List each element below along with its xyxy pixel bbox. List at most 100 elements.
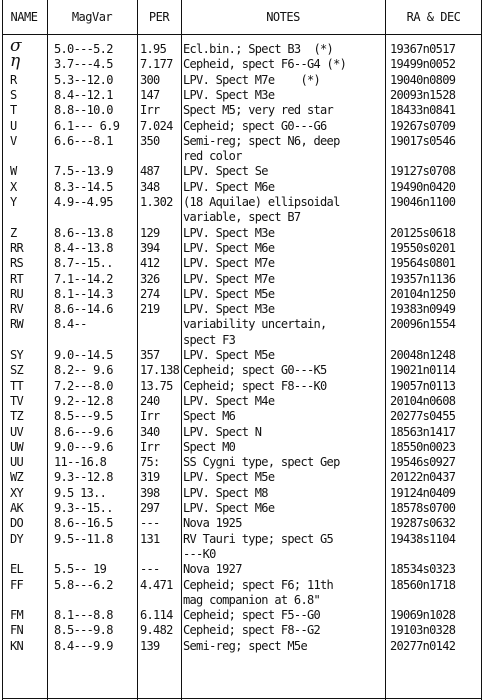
- magnitude-range: 8.6--16.5: [54, 516, 113, 531]
- star-name: DO: [10, 516, 24, 531]
- star-name: X: [10, 179, 17, 194]
- notes-text: LPV. Spect Se: [183, 164, 269, 179]
- star-name: FM: [10, 608, 24, 623]
- magnitude-range: 8.8--10.0: [54, 103, 113, 118]
- star-name: U: [10, 118, 17, 133]
- star-name: SZ: [10, 363, 24, 378]
- notes-text: Cepheid; spect G0---K5: [183, 363, 327, 378]
- notes-text: LPV. Spect M3e: [183, 87, 275, 102]
- star-name: Z: [10, 225, 17, 240]
- ra-dec: 20277s0455: [390, 409, 456, 424]
- ra-dec: 19103n0328: [390, 623, 456, 638]
- period: 348: [140, 179, 160, 194]
- magnitude-range: 9.2--12.8: [54, 393, 113, 408]
- ra-dec: 20104n1250: [390, 286, 456, 301]
- notes-text: LPV. Spect M7e: [183, 256, 275, 271]
- period: 6.114: [140, 608, 173, 623]
- period: 274: [140, 286, 160, 301]
- notes-text: LPV. Spect M5e: [183, 470, 275, 485]
- column-rule: [137, 0, 138, 700]
- notes-text: Semi-reg; spect N6, deep: [183, 133, 340, 148]
- magnitude-range: 5.3--12.0: [54, 72, 113, 87]
- notes-text: LPV. Spect M6e: [183, 179, 275, 194]
- ra-dec: 19546s0927: [390, 455, 456, 470]
- notes-text: Cepheid; spect F8--G2: [183, 623, 321, 638]
- ra-dec: 19069n1028: [390, 608, 456, 623]
- magnitude-range: 8.1--14.3: [54, 286, 113, 301]
- magnitude-range: 4.9--4.95: [54, 195, 113, 209]
- notes-text: Spect M0: [183, 439, 236, 454]
- header-name: NAME: [10, 10, 38, 24]
- notes-text: Cepheid; spect F6; 11th: [183, 577, 334, 592]
- notes-text: LPV. Spect M6e: [183, 240, 275, 255]
- star-name: RS: [10, 256, 24, 271]
- star-name: KN: [10, 638, 24, 653]
- star-name: R: [10, 72, 17, 87]
- star-name: SY: [10, 348, 24, 362]
- period: 340: [140, 424, 160, 439]
- ra-dec: 19367n0517: [390, 42, 456, 56]
- magnitude-range: 9.5--11.8: [54, 531, 113, 546]
- star-name: AK: [10, 501, 24, 515]
- period: 1.95: [140, 42, 167, 56]
- period: 219: [140, 302, 160, 317]
- notes-text: RV Tauri type; spect G5: [183, 531, 334, 546]
- star-name: TZ: [10, 409, 24, 424]
- star-name: UV: [10, 424, 24, 439]
- period: 487: [140, 164, 160, 179]
- star-name: Y: [10, 195, 17, 209]
- ra-dec: 19017s0546: [390, 133, 456, 148]
- ra-dec: 18433n0841: [390, 103, 456, 118]
- period: 129: [140, 225, 160, 240]
- notes-text: spect F3: [183, 332, 236, 347]
- ra-dec: 18560n1718: [390, 577, 456, 592]
- header-per: PER: [148, 10, 170, 24]
- ra-dec: 20048n1248: [390, 348, 456, 362]
- period: 7.024: [140, 118, 173, 133]
- star-name: RV: [10, 302, 24, 317]
- magnitude-range: 8.5---9.8: [54, 623, 113, 638]
- notes-text: ---K0: [183, 546, 216, 561]
- notes-text: (18 Aquilae) ellipsoidal: [183, 195, 340, 209]
- magnitude-range: 5.0---5.2: [54, 42, 113, 56]
- ra-dec: 20277n0142: [390, 638, 456, 653]
- ra-dec: 20125s0618: [390, 225, 456, 240]
- ra-dec: 19438s1104: [390, 531, 456, 546]
- ra-dec: 18578s0700: [390, 501, 456, 515]
- ra-dec: 19287s0632: [390, 516, 456, 531]
- notes-text: Cepheid, spect F6--G4 (*): [183, 57, 347, 72]
- notes-text: LPV. Spect M3e: [183, 302, 275, 317]
- period: Irr: [140, 103, 160, 118]
- notes-text: Cepheid; spect G0---G6: [183, 118, 327, 133]
- ra-dec: 19040n0809: [390, 72, 456, 87]
- magnitude-range: 8.1---8.8: [54, 608, 113, 623]
- ra-dec: 20122n0437: [390, 470, 456, 485]
- notes-text: LPV. Spect M7e: [183, 271, 275, 286]
- period: 398: [140, 485, 160, 500]
- column-rule: [2, 0, 3, 700]
- star-name: η: [10, 51, 21, 72]
- magnitude-range: 8.6---9.6: [54, 424, 113, 439]
- ra-dec: 19021n0114: [390, 363, 456, 378]
- ra-dec: 19057n0113: [390, 378, 456, 393]
- header-notes: NOTES: [266, 10, 300, 24]
- ra-dec: 19124n0409: [390, 485, 456, 500]
- magnitude-range: 11--16.8: [54, 455, 107, 470]
- notes-text: SS Cygni type, spect Gep: [183, 455, 340, 470]
- notes-text: Nova 1925: [183, 516, 242, 531]
- magnitude-range: 7.2---8.0: [54, 378, 113, 393]
- ra-dec: 18534s0323: [390, 562, 456, 577]
- magnitude-range: 6.6---8.1: [54, 133, 113, 148]
- period: ---: [140, 516, 160, 531]
- notes-text: Ecl.bin.; Spect B3 (*): [183, 42, 334, 56]
- notes-text: Semi-reg; spect M5e: [183, 638, 308, 653]
- notes-text: Nova 1927: [183, 562, 242, 577]
- ra-dec: 19267s0709: [390, 118, 456, 133]
- period: Irr: [140, 409, 160, 424]
- ra-dec: 19357n1136: [390, 271, 456, 286]
- notes-text: Cepheid; spect F5--G0: [183, 608, 321, 623]
- magnitude-range: 7.1--14.2: [54, 271, 113, 286]
- ra-dec: 19499n0052: [390, 57, 456, 72]
- column-rule: [481, 0, 482, 700]
